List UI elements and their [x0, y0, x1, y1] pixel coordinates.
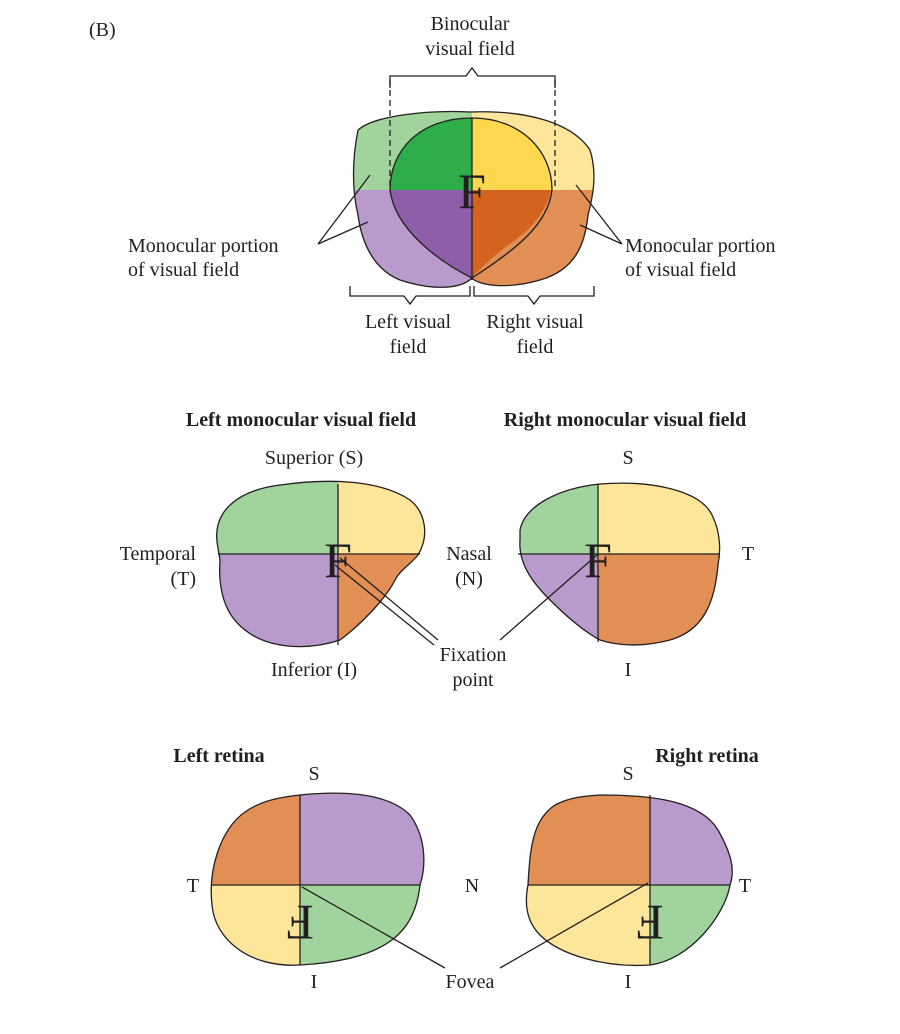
combined-field-outline — [352, 110, 595, 288]
right-retina-i-label: I — [625, 971, 632, 993]
temporal-label-line2: (T) — [170, 568, 196, 590]
monocular-left-leader-2 — [317, 221, 369, 245]
fovea-leader-left — [301, 886, 446, 969]
nasal-label-line1: Nasal — [446, 543, 492, 565]
left-monocular-title: Left monocular visual field — [186, 409, 416, 431]
left-retina-i-label: I — [311, 971, 318, 993]
left-visual-field-label-line1: Left visual — [365, 311, 452, 333]
nasal-label-line2: (N) — [455, 568, 483, 590]
fixation-leader-left-2 — [334, 564, 435, 646]
left-field-inferior-nasal — [338, 554, 425, 647]
left-retina-inverted-letter: F — [286, 895, 314, 951]
fixation-label-line2: point — [452, 669, 494, 691]
left-visual-field-label-line2: field — [390, 336, 427, 358]
left-visual-field-bracket — [349, 286, 471, 306]
left-retina-superior-nasal — [300, 793, 424, 885]
binocular-label-line2: visual field — [425, 38, 514, 60]
left-retina-inferior-temporal — [211, 885, 300, 966]
monocular-right-leader-1 — [575, 184, 623, 245]
right-field-i-label: I — [625, 659, 632, 681]
right-retina: F — [525, 794, 733, 967]
fovea-leader-right — [499, 882, 649, 969]
left-field-fixation-letter: F — [324, 532, 352, 588]
right-field-t-label: T — [742, 543, 754, 565]
temporal-label-line1: Temporal — [120, 543, 197, 565]
left-monocular-field: F — [216, 480, 426, 648]
right-visual-field-label-line2: field — [517, 336, 554, 358]
fixation-letter-top: F — [458, 163, 486, 219]
right-retina-t-label: T — [739, 875, 751, 897]
right-retina-inverted-letter: F — [636, 895, 664, 951]
right-visual-field-label-line1: Right visual — [486, 311, 584, 333]
binocular-label-line1: Binocular — [431, 13, 510, 35]
right-monocular-title: Right monocular visual field — [504, 409, 746, 431]
right-field-inferior-temporal — [598, 554, 720, 645]
right-field-fixation-letter: F — [584, 532, 612, 588]
fovea-label: Fovea — [446, 971, 495, 993]
superior-label: Superior (S) — [265, 447, 363, 469]
binocular-upper-left-region — [390, 118, 472, 190]
fixation-leader-left — [339, 557, 439, 641]
monocular-right-label-line1: Monocular portion — [625, 235, 776, 257]
right-retina-s-label: S — [622, 763, 633, 785]
monocular-right-label-line2: of visual field — [625, 259, 736, 281]
monocular-left-label-line2: of visual field — [128, 259, 239, 281]
binocular-overlap-outline — [389, 117, 553, 279]
right-retina-title: Right retina — [655, 745, 759, 767]
binocular-lower-right-region — [472, 190, 552, 278]
fixation-label-line1: Fixation — [440, 644, 507, 666]
left-field-superior-temporal — [216, 481, 338, 554]
monocular-right-leader-2 — [579, 224, 623, 245]
left-retina-s-label: S — [308, 763, 319, 785]
right-visual-field-bracket — [473, 286, 595, 306]
right-retina-superior-nasal — [526, 795, 650, 885]
right-monocular-field: F — [518, 482, 721, 646]
monocular-left-leader-1 — [317, 174, 371, 245]
binocular-upper-right-region — [472, 118, 552, 190]
inferior-label: Inferior (I) — [271, 659, 357, 681]
nasal-n-label: N — [465, 875, 479, 897]
left-retina-t-label: T — [187, 875, 199, 897]
binocular-lower-left-region — [390, 190, 472, 278]
left-retina-superior-temporal — [211, 793, 300, 885]
right-retina-inferior-nasal — [526, 885, 650, 966]
left-retina: F — [210, 792, 425, 966]
binocular-bracket — [389, 66, 556, 88]
right-field-s-label: S — [622, 447, 633, 469]
fixation-leader-right — [499, 553, 599, 641]
monocular-left-label-line1: Monocular portion — [128, 235, 279, 257]
left-field-inferior-temporal — [216, 554, 338, 647]
left-retina-title: Left retina — [173, 745, 264, 767]
left-retina-inferior-nasal — [300, 885, 424, 966]
panel-label: (B) — [89, 19, 116, 41]
binocular-field-figure: F — [352, 80, 595, 288]
